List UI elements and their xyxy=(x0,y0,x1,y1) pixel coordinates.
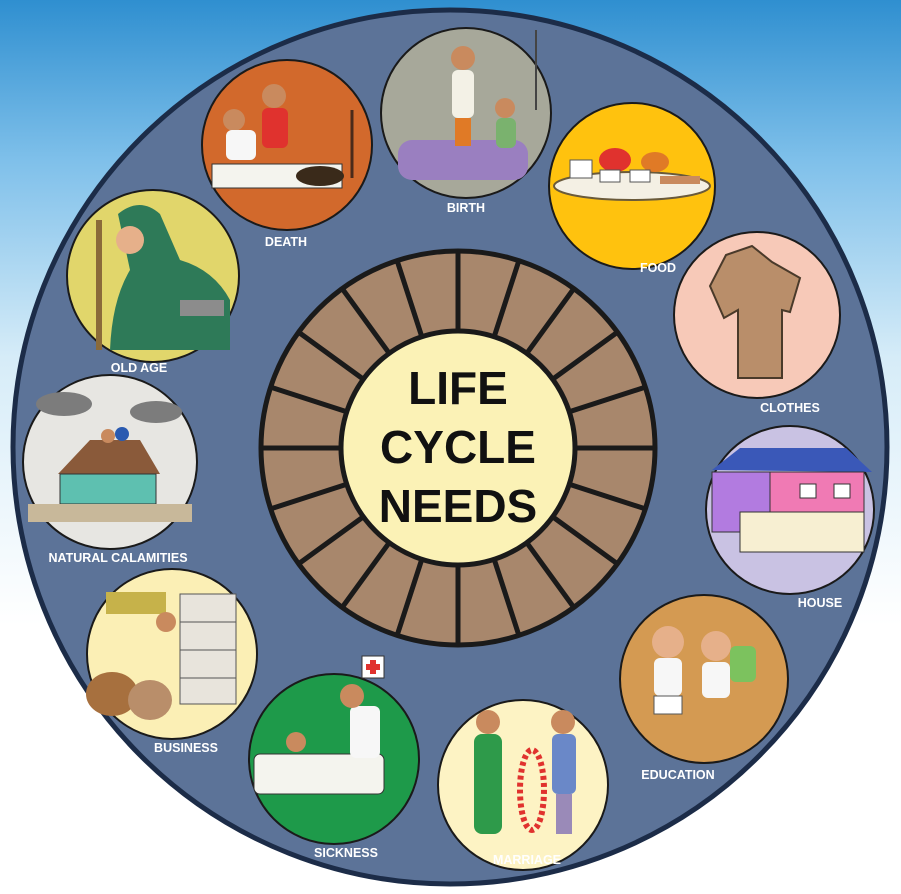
old-age-label: OLD AGE xyxy=(111,361,167,375)
wheel-spoke xyxy=(568,481,647,512)
center-wheel: LIFE CYCLE NEEDS xyxy=(258,248,658,648)
wheel-spoke xyxy=(524,541,576,609)
wheel-spoke xyxy=(340,541,392,609)
old-woman-icon xyxy=(96,205,230,350)
house-label: HOUSE xyxy=(798,596,842,610)
shop-shelves-icon xyxy=(86,592,237,720)
need-business: BUSINESS xyxy=(86,568,258,755)
wheel-hub xyxy=(338,328,578,568)
death-label: DEATH xyxy=(265,235,307,249)
food-plate-icon xyxy=(553,148,711,201)
shirt-icon xyxy=(708,244,802,379)
wheel-spoke xyxy=(394,558,425,637)
clothes-label: CLOTHES xyxy=(760,401,820,415)
wheel-spoke xyxy=(269,384,348,415)
house-icon xyxy=(711,448,872,553)
need-sickness: SICKNESS xyxy=(248,655,420,860)
wheel-spokes xyxy=(261,251,655,645)
center-title-line1: LIFE xyxy=(408,362,508,414)
need-birth: BIRTH xyxy=(380,27,552,215)
schoolchildren-icon xyxy=(652,626,756,715)
wheel-spoke xyxy=(340,287,392,355)
need-death: DEATH xyxy=(201,59,373,249)
sickness-label: SICKNESS xyxy=(314,846,378,860)
marriage-label: MARRIAGE xyxy=(493,853,561,867)
need-food: FOOD xyxy=(548,102,716,275)
need-house: HOUSE xyxy=(705,425,875,610)
wheel-spoke xyxy=(297,514,365,566)
need-clothes: CLOTHES xyxy=(673,231,841,415)
bride-groom-garland-icon xyxy=(474,710,576,834)
wheel-spoke xyxy=(394,259,425,338)
patient-doctor-icon xyxy=(253,655,385,795)
wheel-spoke xyxy=(297,330,365,382)
birth-label: BIRTH xyxy=(447,201,485,215)
need-old-age: OLD AGE xyxy=(66,189,240,375)
wheel-spoke xyxy=(524,287,576,355)
need-education: EDUCATION xyxy=(619,594,789,782)
education-label: EDUCATION xyxy=(641,768,714,782)
center-title-line2: CYCLE xyxy=(380,421,536,473)
wheel-spoke xyxy=(568,384,647,415)
natural-calamities-label: NATURAL CALAMITIES xyxy=(48,551,187,565)
flood-house-icon xyxy=(28,392,192,522)
mother-with-newborn-icon xyxy=(398,30,537,180)
wheel-spoke xyxy=(269,481,348,512)
business-label: BUSINESS xyxy=(154,741,218,755)
wheel-spoke xyxy=(551,330,619,382)
need-natural-calamities: NATURAL CALAMITIES xyxy=(22,374,198,565)
mourning-icon xyxy=(211,84,354,189)
food-label: FOOD xyxy=(640,261,676,275)
wheel-spoke xyxy=(491,558,522,637)
wheel-spoke xyxy=(491,259,522,338)
center-title-line3: NEEDS xyxy=(379,480,537,532)
need-marriage: MARRIAGE xyxy=(437,699,609,871)
wheel-spoke xyxy=(551,514,619,566)
